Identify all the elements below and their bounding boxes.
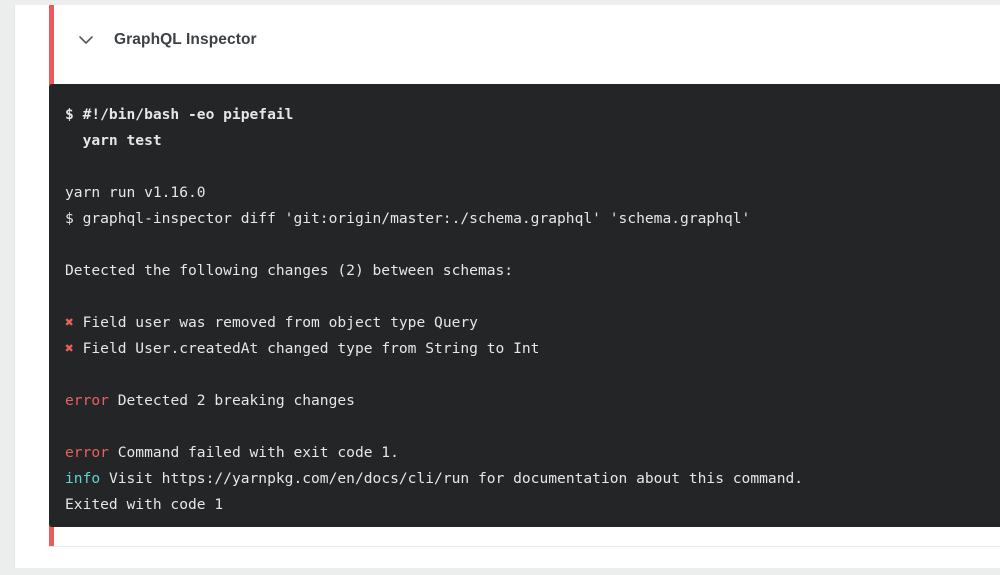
console-token-plain: yarn test	[65, 132, 162, 149]
chevron-down-icon[interactable]	[75, 29, 97, 51]
console-token-plain: yarn run v1.16.0	[65, 184, 206, 201]
console-line	[65, 232, 1000, 258]
console-token-plain: Detected 2 breaking changes	[108, 392, 355, 409]
console-token-plain: Command failed with exit code 1.	[108, 444, 399, 461]
console-line: info Visit https://yarnpkg.com/en/docs/c…	[65, 466, 1000, 492]
console-token-info: info	[65, 470, 101, 487]
console-output-panel[interactable]: $ #!/bin/bash -eo pipefail yarn test yar…	[49, 84, 1000, 527]
console-token-error: error	[65, 444, 109, 461]
console-line	[65, 154, 1000, 180]
step-divider	[49, 546, 1000, 547]
console-line	[65, 362, 1000, 388]
console-token-plain: $ #!/bin/bash -eo pipefail	[65, 106, 294, 123]
console-line: yarn run v1.16.0	[65, 180, 1000, 206]
console-token-plain: Visit https://yarnpkg.com/en/docs/cli/ru…	[100, 470, 804, 487]
console-line: ✖ Field User.createdAt changed type from…	[65, 336, 1000, 362]
console-token-error: error	[65, 392, 109, 409]
console-line: Exited with code 1	[65, 492, 1000, 518]
console-token-plain: Exited with code 1	[65, 496, 224, 513]
job-step-card: GraphQL Inspector $ #!/bin/bash -eo pipe…	[14, 5, 1000, 568]
console-line: yarn test	[65, 128, 1000, 154]
console-line	[65, 284, 1000, 310]
step-title: GraphQL Inspector	[114, 31, 257, 48]
console-token-plain: $ graphql-inspector diff 'git:origin/mas…	[65, 210, 751, 227]
console-line: $ graphql-inspector diff 'git:origin/mas…	[65, 206, 1000, 232]
console-token-plain: Detected the following changes (2) betwe…	[65, 262, 514, 279]
console-token-cross: ✖	[65, 340, 74, 357]
console-line: error Detected 2 breaking changes	[65, 388, 1000, 414]
console-line: ✖ Field user was removed from object typ…	[65, 310, 1000, 336]
console-log-lines: $ #!/bin/bash -eo pipefail yarn test yar…	[49, 102, 1000, 518]
console-token-cross: ✖	[65, 314, 74, 331]
console-line: $ #!/bin/bash -eo pipefail	[65, 102, 1000, 128]
console-token-plain: Field User.createdAt changed type from S…	[73, 340, 540, 357]
console-line	[65, 414, 1000, 440]
step-header-toggle[interactable]: GraphQL Inspector	[54, 5, 1000, 75]
console-token-plain: Field user was removed from object type …	[73, 314, 478, 331]
console-line: error Command failed with exit code 1.	[65, 440, 1000, 466]
console-line: Detected the following changes (2) betwe…	[65, 258, 1000, 284]
